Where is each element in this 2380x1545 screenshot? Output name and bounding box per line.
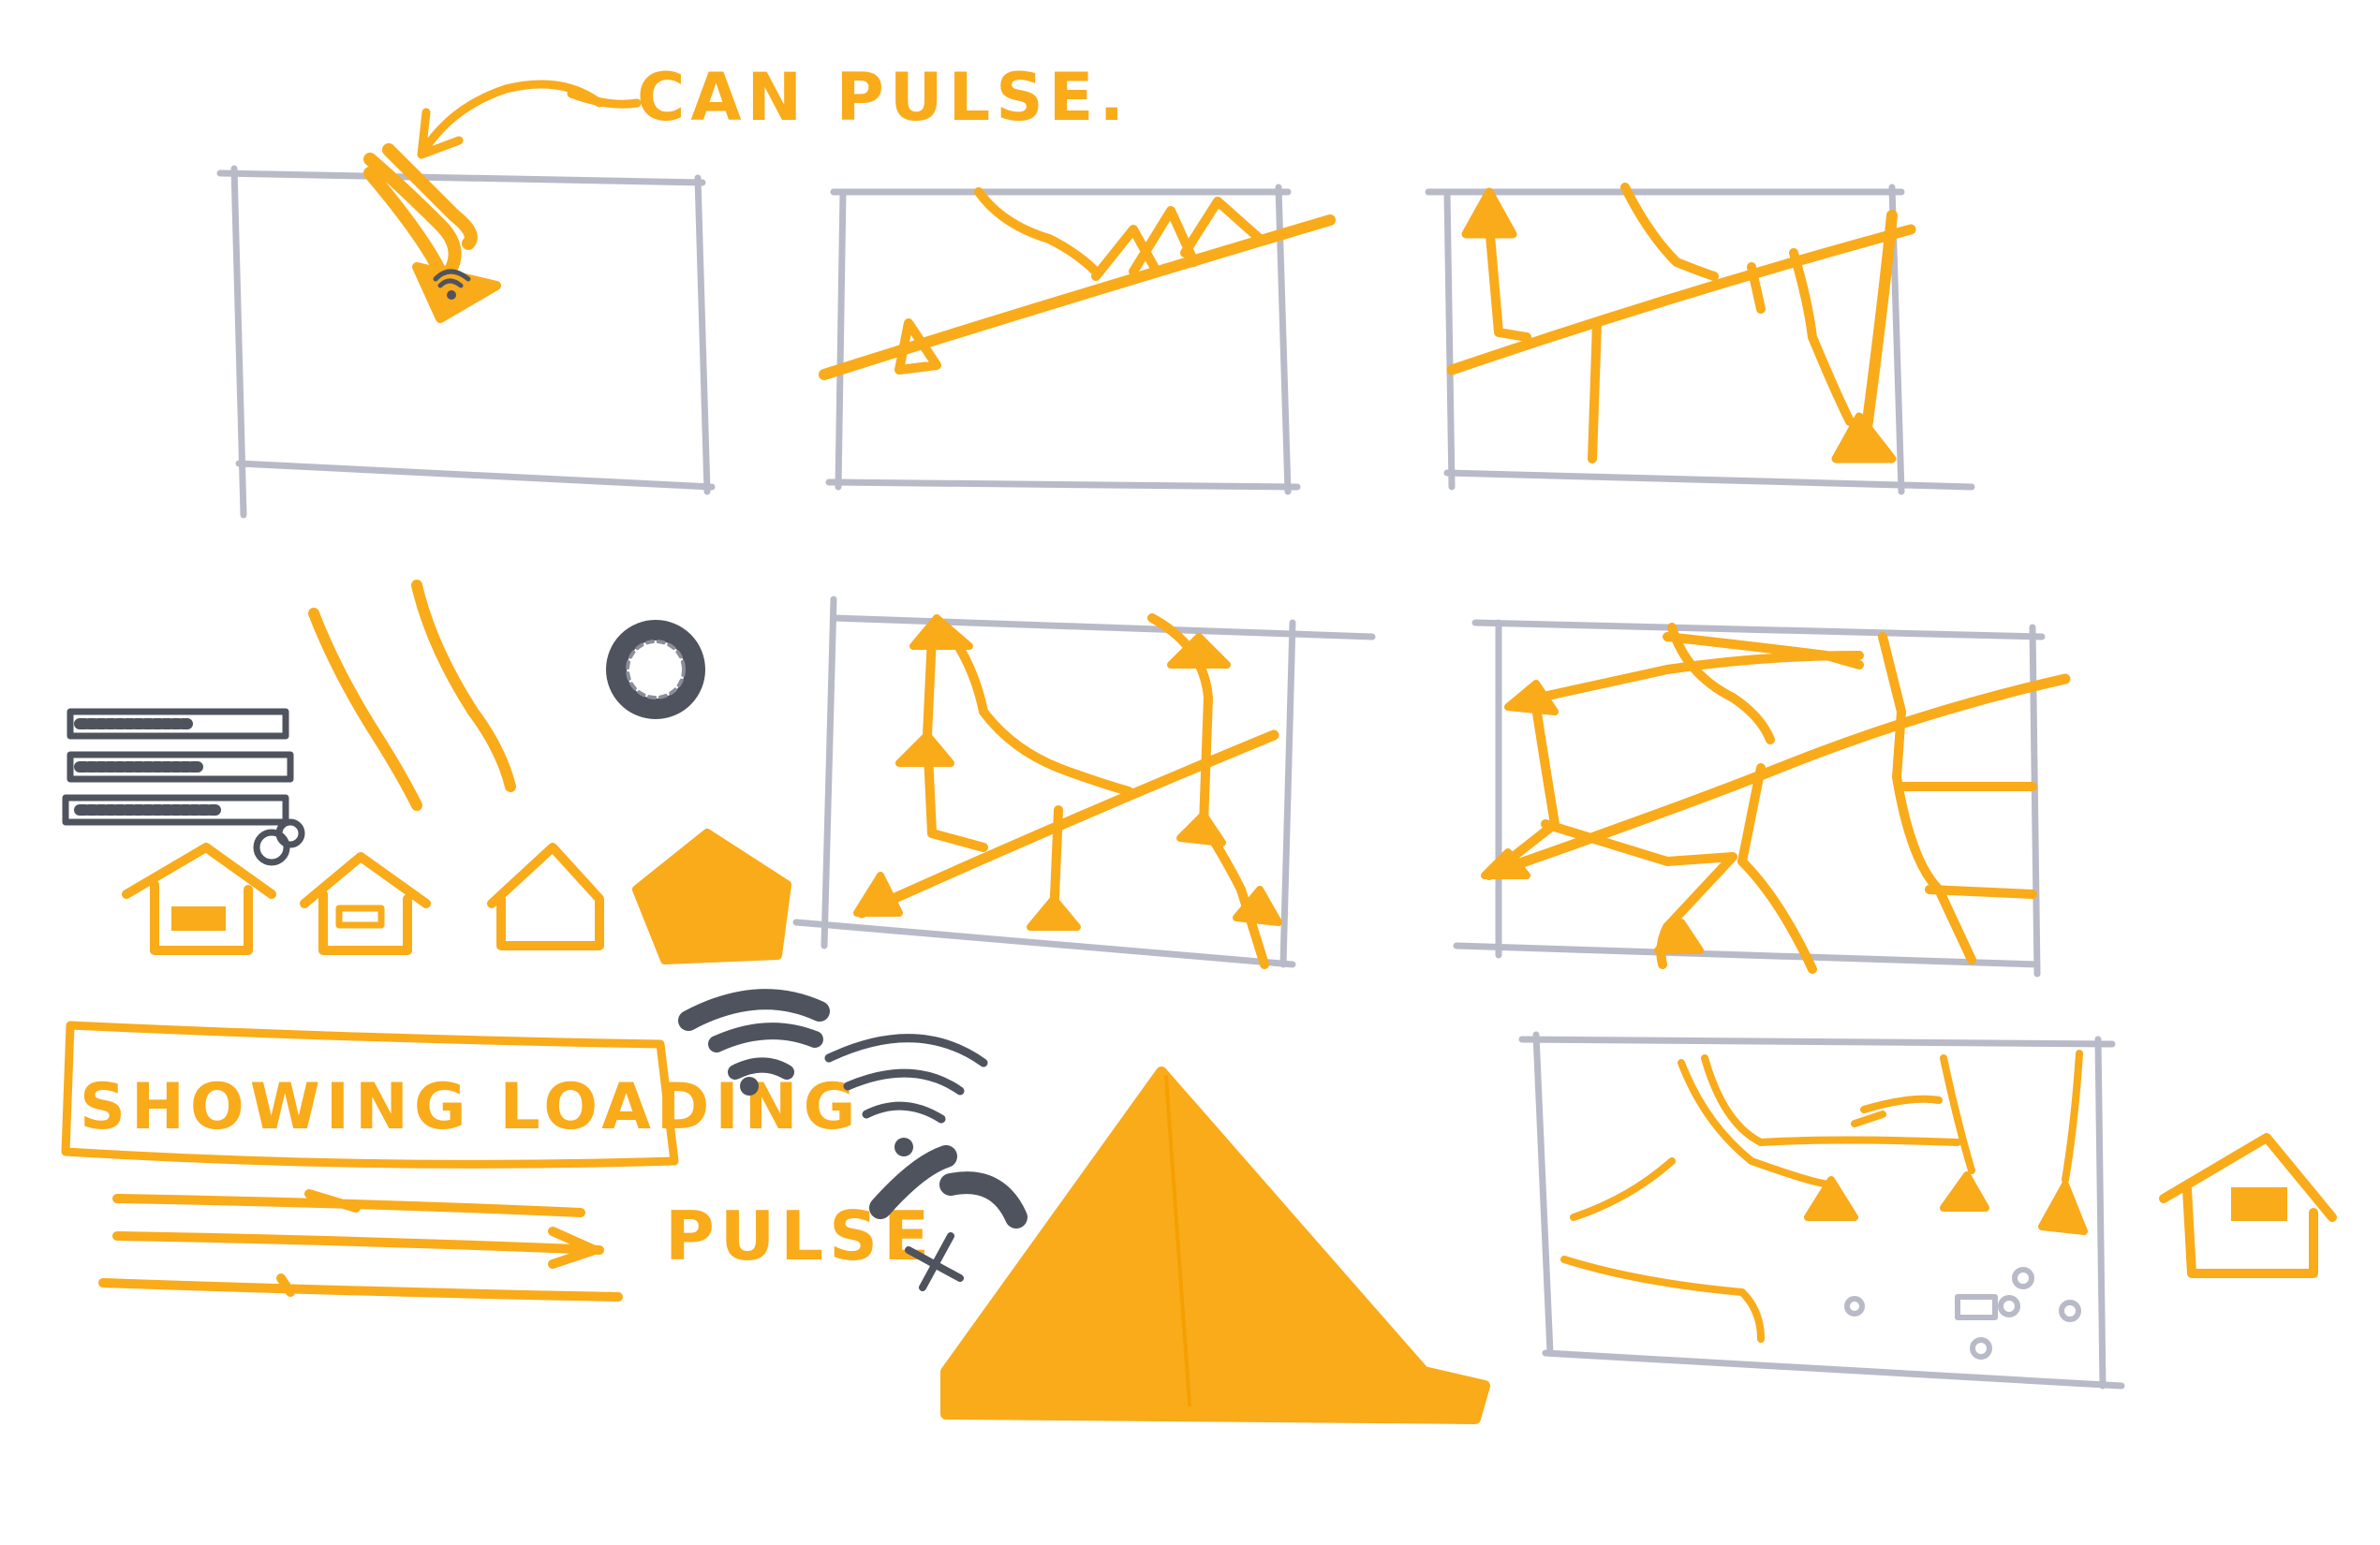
signal-line-2: [411, 580, 516, 792]
house-icon: [632, 829, 791, 964]
wifi-signal-icon: [824, 1034, 988, 1156]
house-icon: [2159, 1133, 2337, 1278]
house-icon: [300, 852, 431, 955]
storyboard-frame-1: [216, 80, 716, 519]
annotation-can-pulse: CAN PULSE.: [637, 59, 1130, 136]
storyboard-frame-4: [792, 596, 1376, 969]
storyboard-frame-6: [1518, 1031, 2125, 1390]
storyboard-frame-2: [819, 184, 1336, 495]
house-icon: [487, 843, 604, 950]
annotation-showing-loading: SHOWING LOADING: [80, 1070, 861, 1144]
pulse-arrows: [98, 1189, 623, 1302]
signal-line-1: [308, 608, 422, 811]
storyboard-frame-3: [1425, 183, 1975, 495]
storyboard-frame-5: [1453, 619, 2071, 978]
loading-ring-icon: [606, 620, 705, 719]
wifi-signal-icon: [678, 989, 830, 1096]
house-icon: [122, 843, 276, 955]
no-signal-icon: [869, 1145, 1027, 1291]
server-rack-icon: [62, 708, 305, 866]
loading-bar: [61, 1021, 679, 1169]
triangle-marker-icon: [940, 1067, 1490, 1424]
map-pin-icon: [363, 143, 501, 323]
